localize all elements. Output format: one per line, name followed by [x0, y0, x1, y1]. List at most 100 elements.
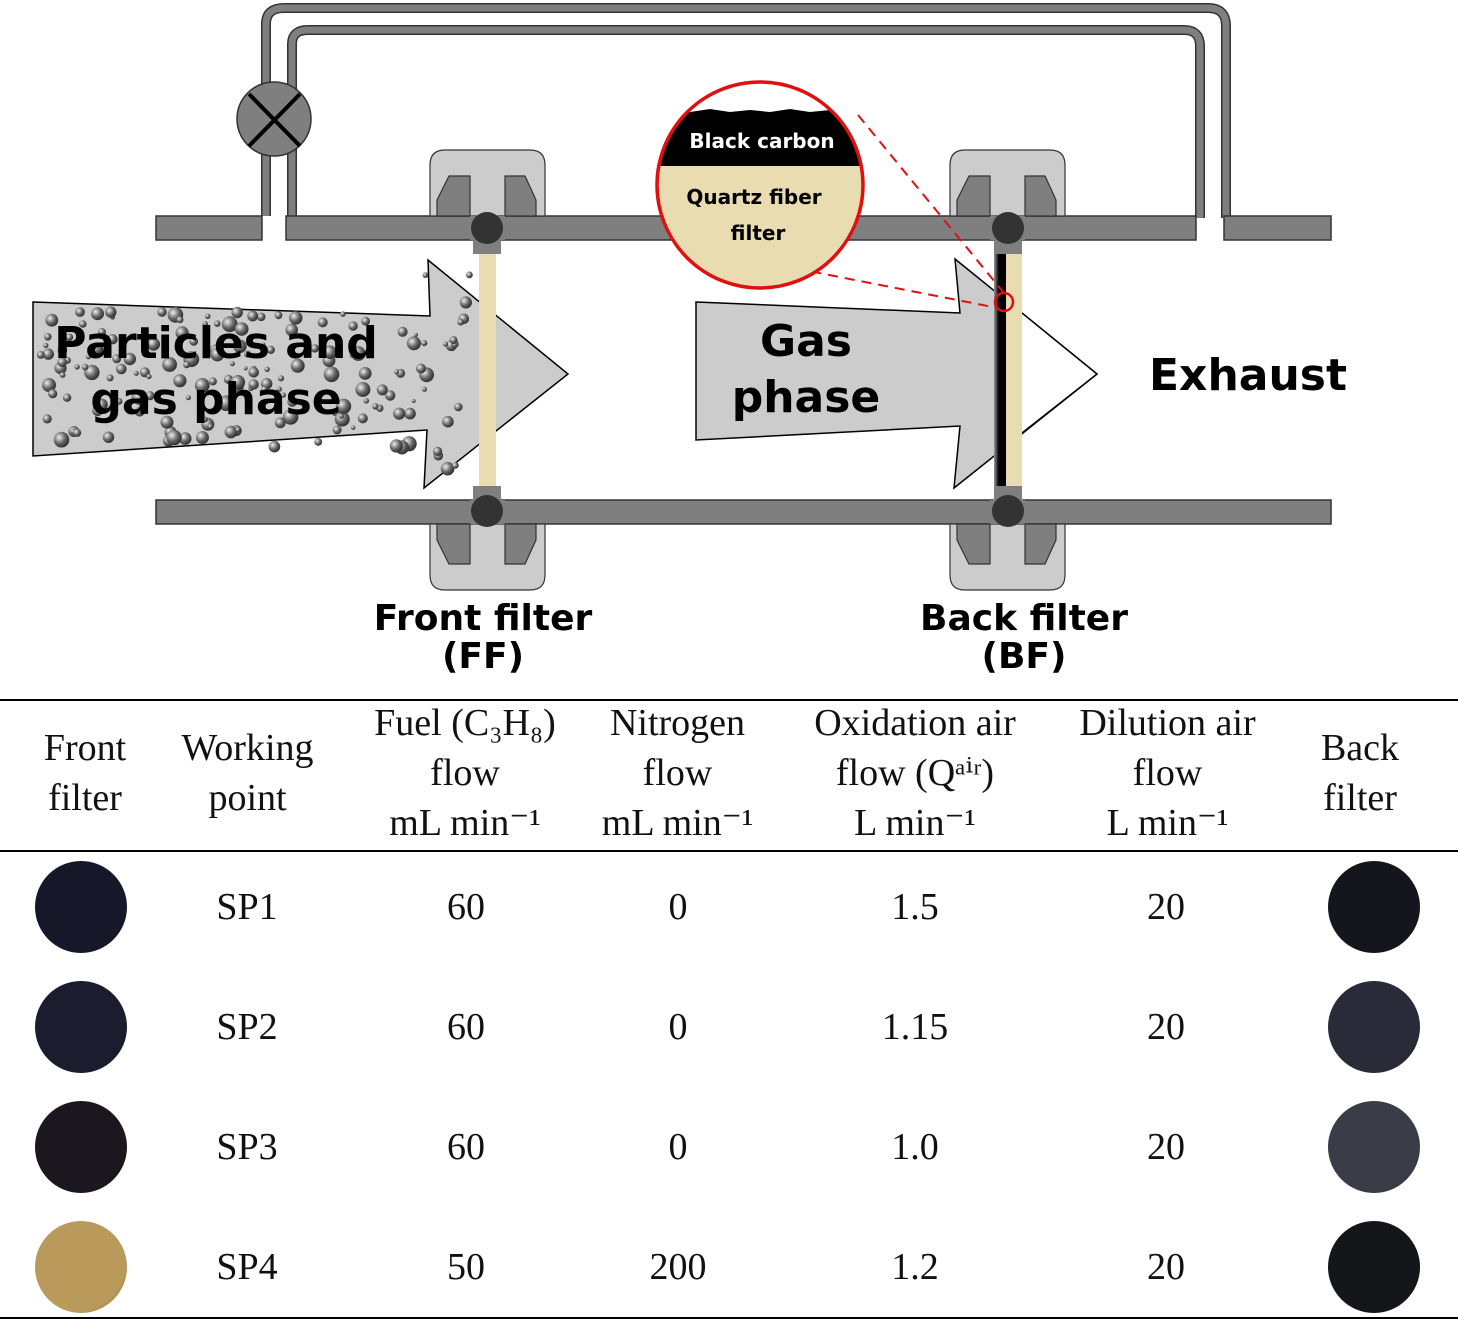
particle-bubble — [42, 414, 52, 424]
header-working-point: Working point — [160, 698, 335, 848]
cell-working-point: SP3 — [216, 1126, 278, 1168]
particle-bubble — [457, 318, 465, 326]
inset-black-carbon-label: Black carbon — [689, 129, 834, 153]
particle-bubble — [202, 321, 208, 327]
particles-group — [36, 271, 473, 476]
particle-bubble — [208, 377, 217, 386]
particle-bubble — [277, 375, 285, 382]
front-filter-element — [479, 254, 496, 486]
particle-bubble — [36, 351, 45, 359]
particle-bubble — [289, 311, 303, 325]
particle-bubble — [42, 348, 54, 360]
particle-bubble — [285, 323, 299, 337]
particle-bubble — [235, 427, 241, 433]
particle-bubble — [335, 398, 352, 414]
cell-working-point: SP1 — [216, 886, 278, 928]
particle-bubble — [264, 366, 270, 372]
particle-bubble — [229, 361, 235, 367]
particle-bubble — [207, 423, 213, 429]
particle-bubble — [210, 347, 225, 362]
particle-bubble — [282, 409, 299, 425]
cell-nitrogen-flow: 0 — [668, 886, 688, 928]
header-text: flow — [642, 752, 713, 794]
particle-bubble — [65, 333, 74, 342]
particle-bubble — [414, 332, 418, 337]
cell-dilution-air-flow: 20 — [1147, 1246, 1185, 1288]
particle-bubble — [213, 320, 221, 328]
particle-bubble — [421, 340, 428, 347]
particle-bubble — [397, 326, 408, 337]
particle-bubble — [261, 386, 268, 393]
particle-bubble — [178, 432, 192, 445]
particle-bubble — [116, 363, 127, 375]
back-filter-photo — [1328, 861, 1420, 953]
particle-bubble — [231, 306, 243, 319]
table-mid-rule — [0, 850, 1458, 852]
particle-bubble — [256, 312, 266, 322]
header-text: filter — [48, 777, 122, 819]
particle-bubble — [389, 439, 403, 453]
front-filter-photo — [35, 1221, 127, 1313]
particle-bubble — [146, 373, 152, 380]
particle-bubble — [194, 378, 210, 393]
particle-bubble — [280, 392, 286, 398]
header-fuel-flow: Fuel (C₃H₈) flow mL min⁻¹ — [350, 698, 580, 848]
particle-bubble — [162, 357, 178, 372]
particle-bubble — [422, 272, 429, 278]
particle-bubble — [243, 366, 248, 371]
front-filter-housing — [429, 149, 546, 591]
particle-bubble — [112, 354, 122, 364]
back-filter-element — [1006, 254, 1022, 486]
particle-bubble — [394, 369, 400, 375]
particle-bubble — [44, 333, 52, 341]
particle-bubble — [42, 378, 56, 392]
particle-bubble — [201, 416, 208, 423]
particle-bubble — [183, 361, 191, 369]
header-text: mL min⁻¹ — [601, 802, 754, 844]
particle-bubble — [363, 398, 370, 404]
header-nitrogen-flow: Nitrogen flow mL min⁻¹ — [585, 698, 770, 848]
gas-phase-label-line1: Gas — [760, 316, 852, 367]
particle-bubble — [323, 366, 340, 383]
inlet-label-line1: Particles and — [54, 318, 378, 369]
particle-bubble — [43, 342, 49, 349]
particle-bubble — [454, 402, 463, 412]
header-dilution-air-flow: Dilution air flow L min⁻¹ — [1055, 698, 1280, 848]
filter-setup-diagram: Black carbon Quartz fiber filter Particl… — [32, 3, 1347, 677]
exhaust-label: Exhaust — [1149, 350, 1347, 401]
cell-dilution-air-flow: 20 — [1147, 886, 1185, 928]
particle-bubble — [261, 342, 266, 347]
cell-nitrogen-flow: 200 — [649, 1246, 707, 1288]
particle-bubble — [195, 431, 209, 444]
header-front-filter: Front filter — [20, 698, 150, 848]
zoom-target-marker — [993, 291, 1015, 313]
header-text: flow (Qᵃⁱʳ) — [835, 752, 995, 794]
particle-bubble — [244, 350, 252, 358]
working-points-table: Front filter Working point Fuel (C₃H₈) f… — [0, 698, 1458, 1320]
particle-bubble — [357, 413, 368, 424]
particle-bubble — [274, 311, 283, 320]
particle-bubble — [75, 307, 85, 317]
table-top-rule — [0, 699, 1458, 701]
cell-fuel-flow: 60 — [447, 886, 485, 928]
inset-quartz-label-line2: filter — [731, 221, 786, 245]
header-text: flow — [1132, 752, 1203, 794]
particle-bubble — [53, 431, 70, 448]
particle-bubble — [157, 307, 167, 317]
header-text: filter — [1323, 777, 1397, 819]
particle-bubble — [350, 346, 366, 361]
front-filter-label-line1: Front filter — [374, 598, 593, 639]
particle-bubble — [349, 353, 354, 358]
table-bottom-rule — [0, 1317, 1458, 1319]
back-filter-label-line2: (BF) — [982, 636, 1067, 677]
cell-nitrogen-flow: 0 — [668, 1126, 688, 1168]
cell-nitrogen-flow: 0 — [668, 1006, 688, 1048]
header-text: Oxidation air — [814, 702, 1016, 744]
particle-bubble — [57, 345, 68, 355]
back-filter-photo — [1328, 1101, 1420, 1193]
particle-bubble — [411, 399, 416, 403]
particle-bubble — [147, 337, 160, 351]
particle-bubble — [266, 345, 275, 354]
cell-oxidation-air-flow: 1.5 — [891, 886, 939, 928]
particle-bubble — [248, 367, 259, 378]
